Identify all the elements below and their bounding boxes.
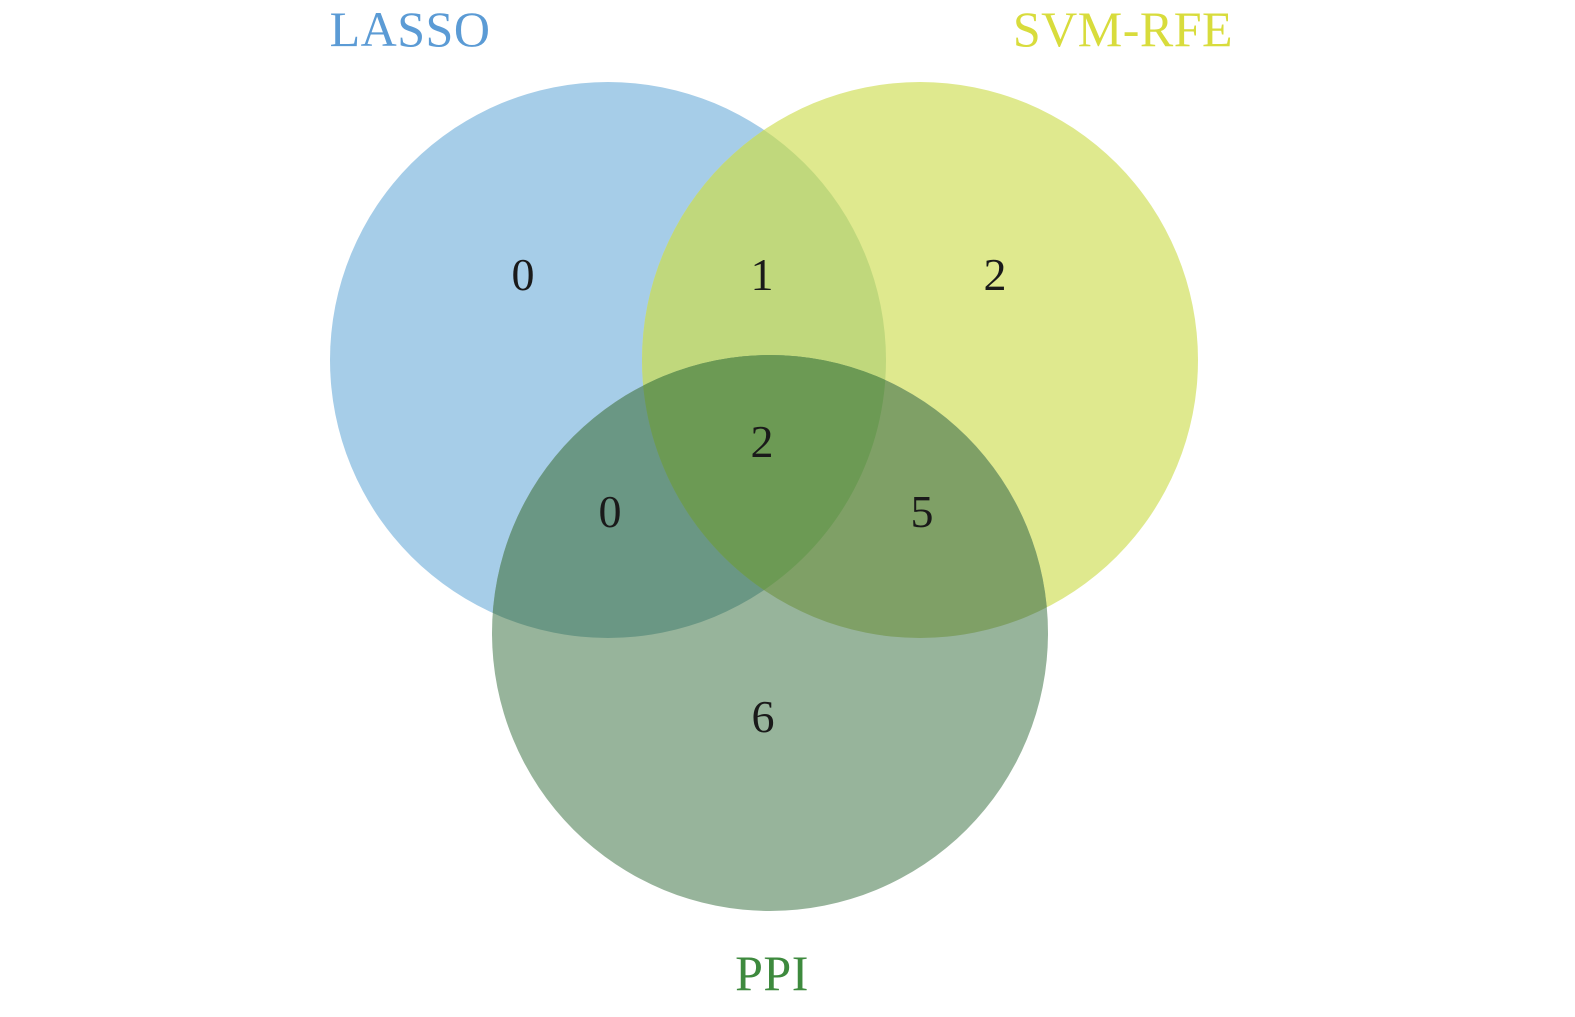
svm-rfe-label: SVM-RFE xyxy=(1013,1,1233,57)
count-lasso-svm: 1 xyxy=(751,249,774,300)
count-all-three: 2 xyxy=(751,416,774,467)
count-svm-only: 2 xyxy=(984,249,1007,300)
count-ppi-only: 6 xyxy=(752,691,775,742)
ppi-label: PPI xyxy=(735,945,809,1001)
count-svm-ppi: 5 xyxy=(911,486,934,537)
count-lasso-ppi: 0 xyxy=(599,486,622,537)
count-lasso-only: 0 xyxy=(512,249,535,300)
lasso-label: LASSO xyxy=(330,1,491,57)
